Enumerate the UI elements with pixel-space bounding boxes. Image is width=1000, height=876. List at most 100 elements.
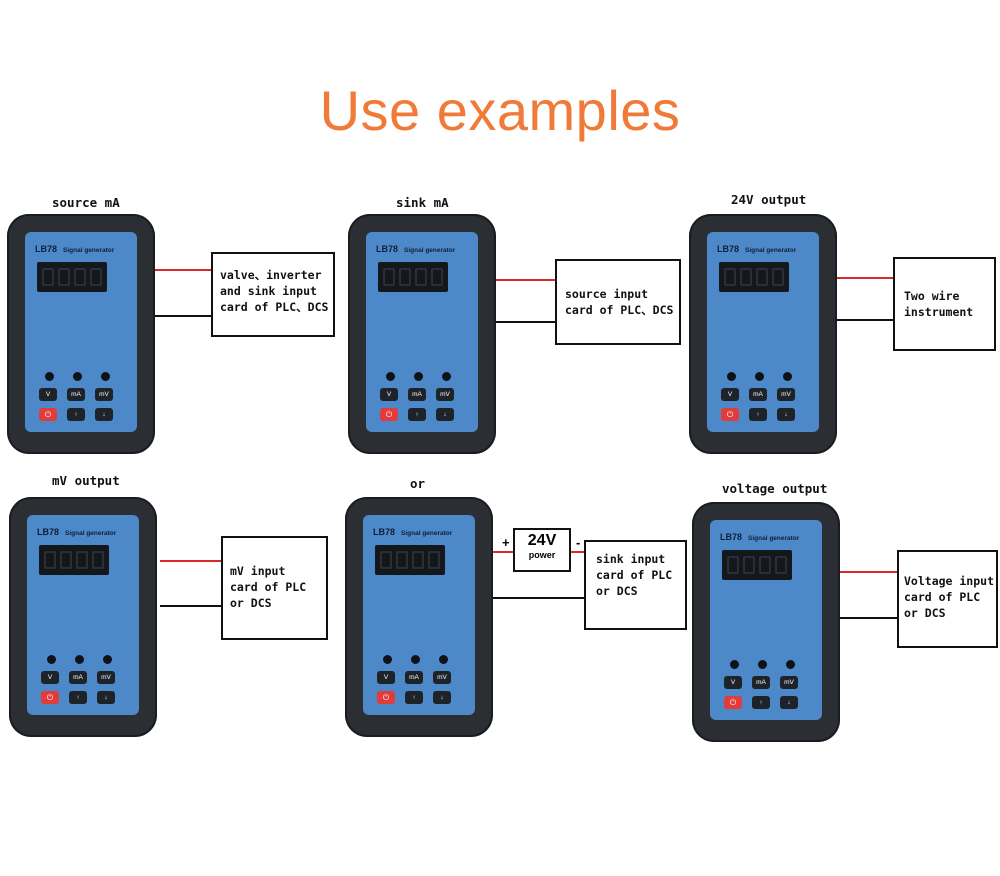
indicator-led: [411, 655, 420, 664]
down-button[interactable]: ↓: [436, 408, 454, 421]
power-voltage: 24V: [527, 532, 557, 549]
indicator-leds: [726, 660, 806, 670]
down-button[interactable]: ↓: [433, 691, 451, 704]
device-brand: LB78 Signal generator: [720, 532, 799, 542]
v-button[interactable]: V: [377, 671, 395, 684]
mv-button[interactable]: mV: [436, 388, 454, 401]
indicator-led: [386, 372, 395, 381]
load-box-text: Voltage input card of PLC or DCS: [904, 574, 995, 620]
indicator-led: [101, 372, 110, 381]
load-box-text: sink input card of PLC or DCS: [596, 552, 673, 598]
caption-24v-output: 24V output: [731, 192, 807, 207]
ma-button[interactable]: mA: [749, 388, 767, 401]
indicator-leds: [43, 655, 123, 665]
indicator-leds: [379, 655, 459, 665]
indicator-led: [45, 372, 54, 381]
power-button[interactable]: ⏻: [39, 408, 57, 421]
indicator-led: [103, 655, 112, 664]
indicator-led: [383, 655, 392, 664]
led-display: [378, 262, 448, 292]
indicator-led: [73, 372, 82, 381]
led-display: [37, 262, 107, 292]
page-title: Use examples: [319, 79, 681, 142]
device-brand: LB78 Signal generator: [373, 527, 452, 537]
device-model: LB78: [376, 244, 399, 254]
device-subtitle: Signal generator: [65, 530, 117, 537]
mv-button[interactable]: mV: [780, 676, 798, 689]
caption-sink-ma: sink mA: [396, 195, 449, 210]
load-box-text: mV input card of PLC or DCS: [230, 564, 307, 610]
device-model: LB78: [37, 527, 60, 537]
down-button[interactable]: ↓: [780, 696, 798, 709]
up-button[interactable]: ↑: [67, 408, 85, 421]
load-box: mV input card of PLC or DCS: [221, 536, 328, 640]
mv-button[interactable]: mV: [95, 388, 113, 401]
led-display: [39, 545, 109, 575]
up-button[interactable]: ↑: [408, 408, 426, 421]
power-button[interactable]: ⏻: [41, 691, 59, 704]
load-box: Voltage input card of PLC or DCS: [897, 550, 998, 648]
power-button[interactable]: ⏻: [377, 691, 395, 704]
load-box: valve、inverter and sink input card of PL…: [211, 252, 335, 337]
ma-button[interactable]: mA: [405, 671, 423, 684]
v-button[interactable]: V: [724, 676, 742, 689]
caption-source-ma: source mA: [52, 195, 120, 210]
indicator-led: [442, 372, 451, 381]
caption-voltage-output: voltage output: [722, 481, 828, 496]
caption-or: or: [410, 476, 426, 491]
indicator-led: [727, 372, 736, 381]
up-button[interactable]: ↑: [752, 696, 770, 709]
down-button[interactable]: ↓: [97, 691, 115, 704]
v-button[interactable]: V: [380, 388, 398, 401]
caption-mv-output: mV output: [52, 473, 120, 488]
power-button[interactable]: ⏻: [721, 408, 739, 421]
indicator-leds: [382, 372, 462, 382]
power-supply-box: 24V power: [513, 528, 571, 572]
down-button[interactable]: ↓: [95, 408, 113, 421]
v-button[interactable]: V: [41, 671, 59, 684]
device-subtitle: Signal generator: [748, 535, 800, 542]
device-subtitle: Signal generator: [63, 247, 115, 254]
plus-sign: +: [502, 535, 510, 550]
v-button[interactable]: V: [39, 388, 57, 401]
indicator-leds: [41, 372, 121, 382]
up-button[interactable]: ↑: [69, 691, 87, 704]
down-button[interactable]: ↓: [777, 408, 795, 421]
ma-button[interactable]: mA: [408, 388, 426, 401]
up-button[interactable]: ↑: [749, 408, 767, 421]
led-display: [375, 545, 445, 575]
ma-button[interactable]: mA: [752, 676, 770, 689]
device-model: LB78: [720, 532, 743, 542]
device-model: LB78: [717, 244, 740, 254]
ma-button[interactable]: mA: [69, 671, 87, 684]
power-button[interactable]: ⏻: [724, 696, 742, 709]
ma-button[interactable]: mA: [67, 388, 85, 401]
device-brand: LB78 Signal generator: [717, 244, 796, 254]
mv-button[interactable]: mV: [777, 388, 795, 401]
device-model: LB78: [373, 527, 396, 537]
load-box-text: valve、inverter and sink input card of PL…: [220, 268, 329, 314]
minus-sign: -: [576, 535, 581, 550]
up-button[interactable]: ↑: [405, 691, 423, 704]
v-button[interactable]: V: [721, 388, 739, 401]
indicator-led: [439, 655, 448, 664]
mv-button[interactable]: mV: [97, 671, 115, 684]
power-button[interactable]: ⏻: [380, 408, 398, 421]
load-box: Two wire instrument: [893, 257, 996, 351]
indicator-led: [730, 660, 739, 669]
indicator-led: [758, 660, 767, 669]
load-box: source input card of PLC、DCS: [555, 259, 681, 345]
mv-button[interactable]: mV: [433, 671, 451, 684]
device-subtitle: Signal generator: [401, 530, 453, 537]
device-subtitle: Signal generator: [745, 247, 797, 254]
indicator-led: [75, 655, 84, 664]
